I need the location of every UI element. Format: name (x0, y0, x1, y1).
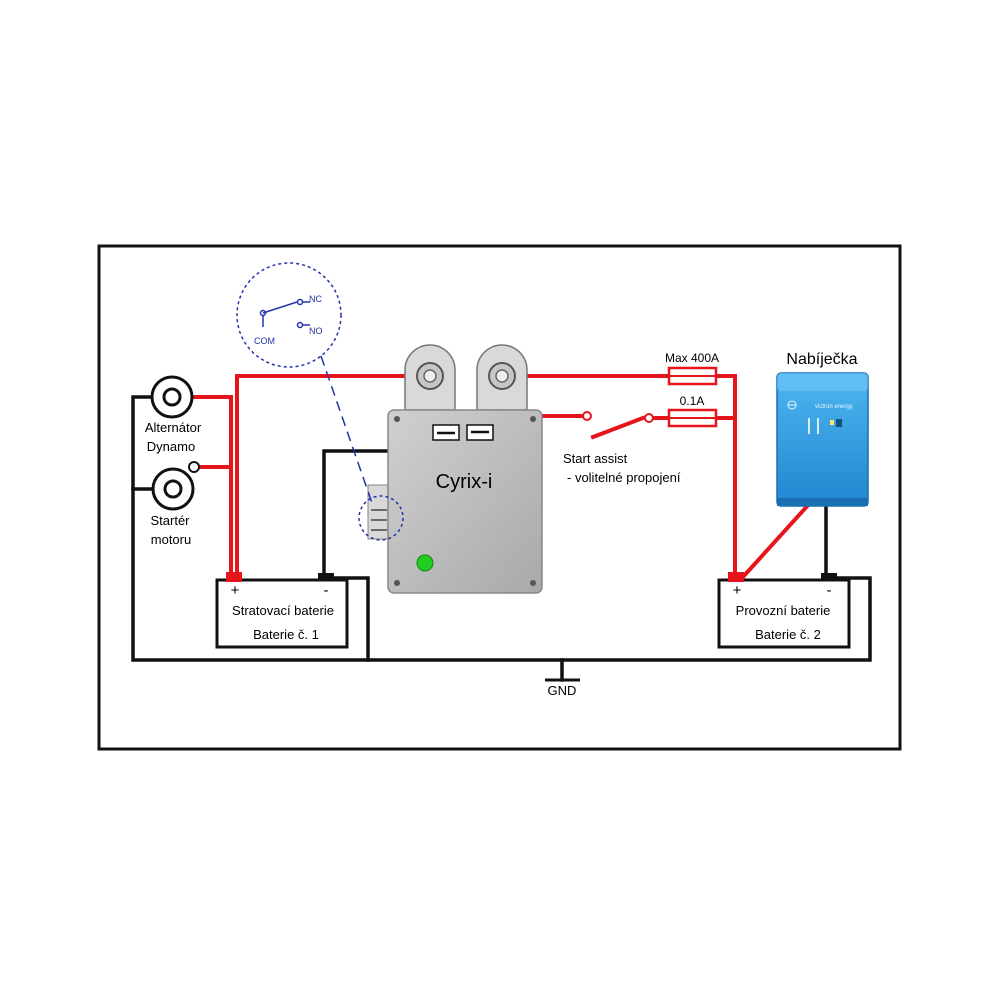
alternator-label-line2: Dynamo (147, 439, 195, 454)
relay-callout-leader (320, 355, 373, 504)
alternator-inner-ring (162, 387, 182, 407)
charger-indicator (817, 418, 819, 434)
cyrix-screw (530, 580, 536, 586)
connector-callout-circle (358, 495, 404, 541)
relay-com-label: COM (254, 336, 275, 346)
alternator: Alternátor Dynamo (145, 375, 202, 454)
switch-contact-left (582, 411, 592, 421)
starter-label-line1: Startér (150, 513, 190, 528)
victron-logo-icon (787, 400, 797, 410)
starter-terminal (188, 461, 200, 473)
charger-body (776, 372, 869, 507)
relay-detail: COM NC NO (236, 262, 404, 541)
start-assist-note: - volitelné propojení (567, 470, 681, 485)
battery-2-name: Provozní baterie (736, 603, 831, 618)
fuse-small: 0.1A (667, 394, 718, 428)
alternator-label-line1: Alternátor (145, 420, 202, 435)
start-assist-label: Start assist (563, 451, 628, 466)
charger-label: Nabíječka (786, 351, 857, 368)
fuse-main-label: Max 400A (665, 351, 719, 365)
relay-callout-circle (236, 262, 342, 368)
start-assist-switch: Start assist - volitelné propojení (563, 411, 681, 485)
charger: Nabíječka victron energy (776, 351, 869, 507)
cyrix-side-connector (367, 484, 391, 540)
battery-2-positive-terminal (728, 572, 744, 582)
cyrix-screw (394, 416, 400, 422)
battery-1-number: Baterie č. 1 (253, 627, 319, 642)
switch-contact-right (644, 413, 654, 423)
battery-1: + - Stratovací baterie Baterie č. 1 (215, 572, 349, 649)
relay-contact-arm (262, 301, 298, 314)
gnd-label: GND (548, 683, 577, 698)
relay-nc-label: NC (309, 294, 322, 304)
battery-2: + - Provozní baterie Baterie č. 2 (717, 572, 851, 649)
cyrix-screw (394, 580, 400, 586)
charger-brand: victron energy (815, 404, 853, 410)
battery-1-positive-terminal (226, 572, 242, 582)
status-led (416, 554, 434, 572)
battery-2-number: Baterie č. 2 (755, 627, 821, 642)
cyrix-screw (530, 416, 536, 422)
starter-inner-ring (163, 479, 183, 499)
relay-no-label: NO (309, 326, 323, 336)
charger-indicator (830, 420, 834, 425)
cyrix-body (387, 409, 543, 594)
battery-1-negative-terminal (318, 573, 334, 581)
battery-2-body (717, 578, 851, 649)
fuse-main: Max 400A (665, 351, 719, 386)
cyrix-label: Cyrix-i (436, 471, 493, 493)
charger-indicator (808, 418, 810, 434)
battery-2-minus: - (827, 582, 832, 599)
battery-1-body (215, 578, 349, 649)
diagram-frame (97, 244, 902, 751)
battery-2-plus: + (733, 582, 742, 599)
cyrix-device: Cyrix-i (367, 344, 543, 594)
charger-foot (777, 498, 868, 506)
battery-1-plus: + (231, 582, 240, 599)
starter-label-line2: motoru (151, 532, 191, 547)
starter-motor: Startér motoru (150, 461, 200, 547)
fuse-small-label: 0.1A (680, 394, 705, 408)
battery-2-negative-terminal (821, 573, 837, 581)
battery-1-name: Stratovací baterie (232, 603, 334, 618)
battery-1-minus: - (324, 582, 329, 599)
